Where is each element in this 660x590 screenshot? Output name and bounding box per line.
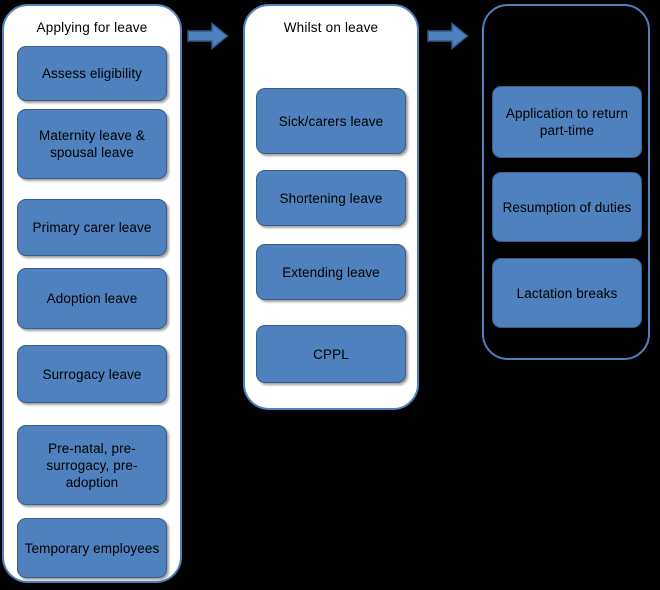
process-box-assess-eligibility[interactable]: Assess eligibility <box>17 46 167 101</box>
process-box-label: Surrogacy leave <box>42 366 142 382</box>
process-box-label: Assess eligibility <box>41 66 143 81</box>
process-box-label: Shortening leave <box>279 190 383 206</box>
process-box-label: Temporary employees <box>24 540 160 556</box>
process-box-label: Maternity leave & spousal leave <box>39 128 145 160</box>
column-returning-from-leave[interactable] <box>482 4 650 360</box>
process-box-label: Lactation breaks <box>516 285 618 301</box>
process-box-label: Primary carer leave <box>32 220 152 235</box>
process-box-adoption-leave[interactable]: Adoption leave <box>17 268 167 329</box>
process-box-label: CPPL <box>313 346 349 362</box>
process-box-sick-carers-leave[interactable]: Sick/carers leave <box>256 88 406 154</box>
process-box-label: Adoption leave <box>46 291 138 306</box>
process-box-resumption-of-duties[interactable]: Resumption of duties <box>492 172 642 242</box>
process-box-surrogacy-leave[interactable]: Surrogacy leave <box>17 345 167 403</box>
right-arrow-icon-2 <box>427 22 469 50</box>
process-box-temporary-employees[interactable]: Temporary employees <box>17 518 167 578</box>
process-box-extending-leave[interactable]: Extending leave <box>256 244 406 300</box>
right-arrow-icon-1 <box>187 22 229 50</box>
process-box-lactation-breaks[interactable]: Lactation breaks <box>492 258 642 328</box>
process-box-primary-carer-leave[interactable]: Primary carer leave <box>17 199 167 256</box>
process-box-label: Application to return part-time <box>505 106 629 138</box>
process-box-pre-natal-surrogacy-adoption[interactable]: Pre-natal, pre-surrogacy, pre-adoption <box>17 425 167 505</box>
process-box-label: Extending leave <box>282 264 380 280</box>
process-box-label: Resumption of duties <box>502 199 632 215</box>
column-title-whilst-on-leave: Whilst on leave <box>283 20 379 35</box>
process-box-label: Pre-natal, pre-surrogacy, pre-adoption <box>46 440 138 490</box>
process-box-shortening-leave[interactable]: Shortening leave <box>256 170 406 226</box>
process-box-maternity-spousal-leave[interactable]: Maternity leave & spousal leave <box>17 109 167 179</box>
process-box-label: Sick/carers leave <box>278 113 384 129</box>
column-title-applying-for-leave: Applying for leave <box>36 20 148 35</box>
process-box-cppl[interactable]: CPPL <box>256 325 406 383</box>
process-box-application-to-return-part-time[interactable]: Application to return part-time <box>492 86 642 158</box>
